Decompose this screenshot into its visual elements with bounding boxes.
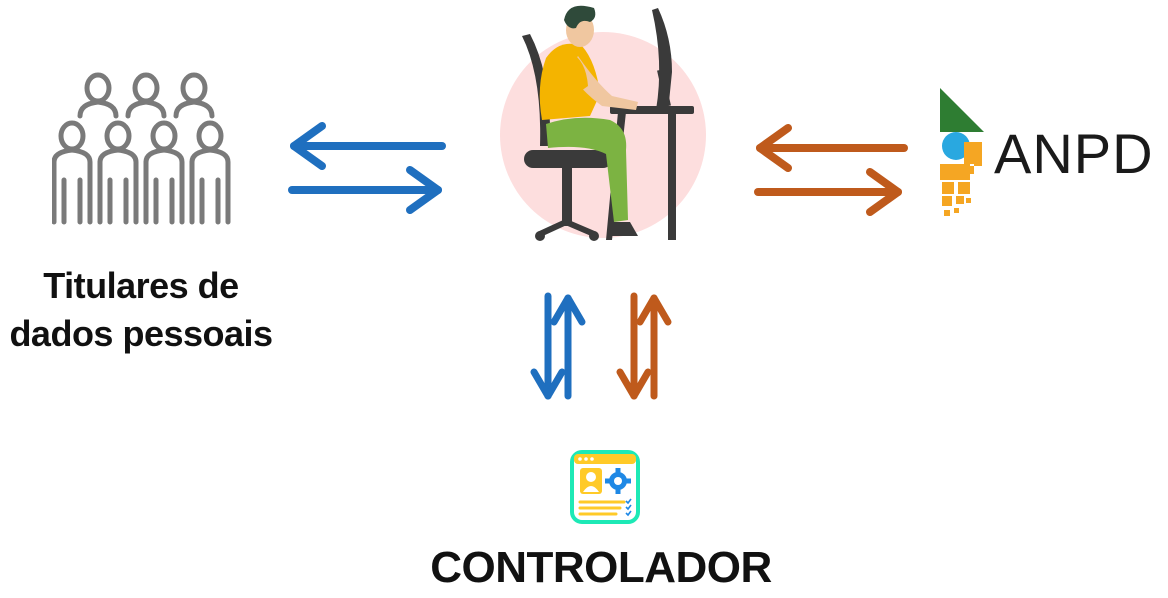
bidirectional-arrows-icon [754,124,908,216]
person-at-computer-icon [500,5,706,241]
titulares-line-2: dados pessoais [9,313,273,354]
titulares-label: Titulares de dados pessoais [0,262,282,358]
bidirectional-arrows-icon [288,122,446,214]
anpd-logo-text: ANPD [994,122,1154,185]
controlador-label: CONTROLADOR [430,543,772,592]
people-group-icon [52,72,231,225]
titulares-line-1: Titulares de [43,265,239,306]
anpd-logo-icon [940,88,984,216]
vertical-bidirectional-arrows-icon [530,292,672,400]
profile-settings-card-icon [570,450,640,524]
